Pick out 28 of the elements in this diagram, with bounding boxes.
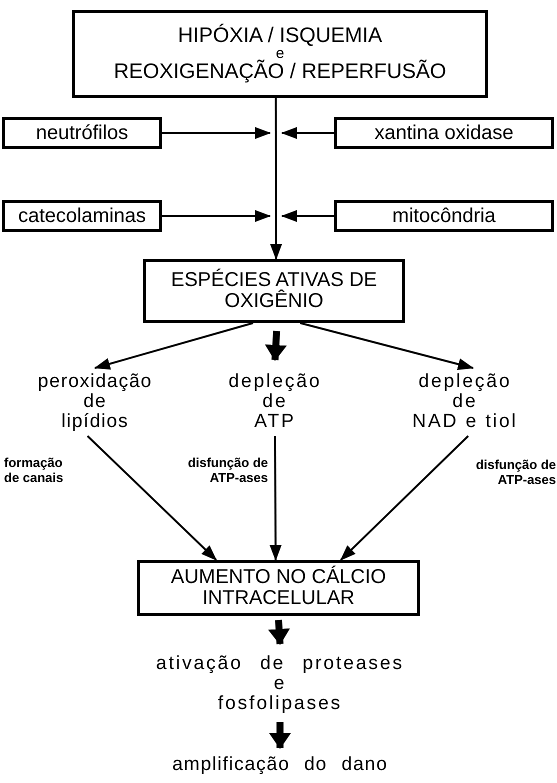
arrow <box>281 210 334 222</box>
arrow <box>264 330 287 361</box>
arrow <box>340 435 469 561</box>
arrow <box>281 127 334 139</box>
arrow <box>162 127 271 139</box>
arrow <box>162 210 271 222</box>
process-text: ativação de proteases e fosfolipases <box>110 648 450 720</box>
process-box: AUMENTO NO CÁLCIO INTRACELULAR <box>137 560 420 616</box>
process-text: depleção de NAD e tiol <box>385 368 545 436</box>
process-text: depleção de ATP <box>210 368 340 436</box>
edge-label: disfunção de ATP-ases <box>474 458 556 488</box>
arrow <box>268 620 290 645</box>
arrow <box>270 436 282 561</box>
arrow <box>94 322 254 370</box>
process-box: ESPÉCIES ATIVAS DE OXIGÊNIO <box>143 259 405 323</box>
process-box: HIPÓXIA / ISQUEMIA e REOXIGENAÇÃO / REPERFUSÃO <box>72 10 488 98</box>
arrow <box>300 322 474 370</box>
process-box: catecolaminas <box>2 200 162 232</box>
arrow <box>269 722 291 749</box>
arrow <box>270 98 282 260</box>
edge-label: disfunção de ATP-ases <box>186 456 268 486</box>
edge-label: formação de canais <box>4 456 64 486</box>
arrow <box>86 435 217 561</box>
process-box: mitocôndria <box>334 200 554 232</box>
process-text: peroxidação de lipídios <box>20 368 170 436</box>
process-box: neutrófilos <box>2 117 162 149</box>
process-text: amplificação do dano <box>110 750 450 780</box>
process-box: xantina oxidase <box>334 117 554 149</box>
